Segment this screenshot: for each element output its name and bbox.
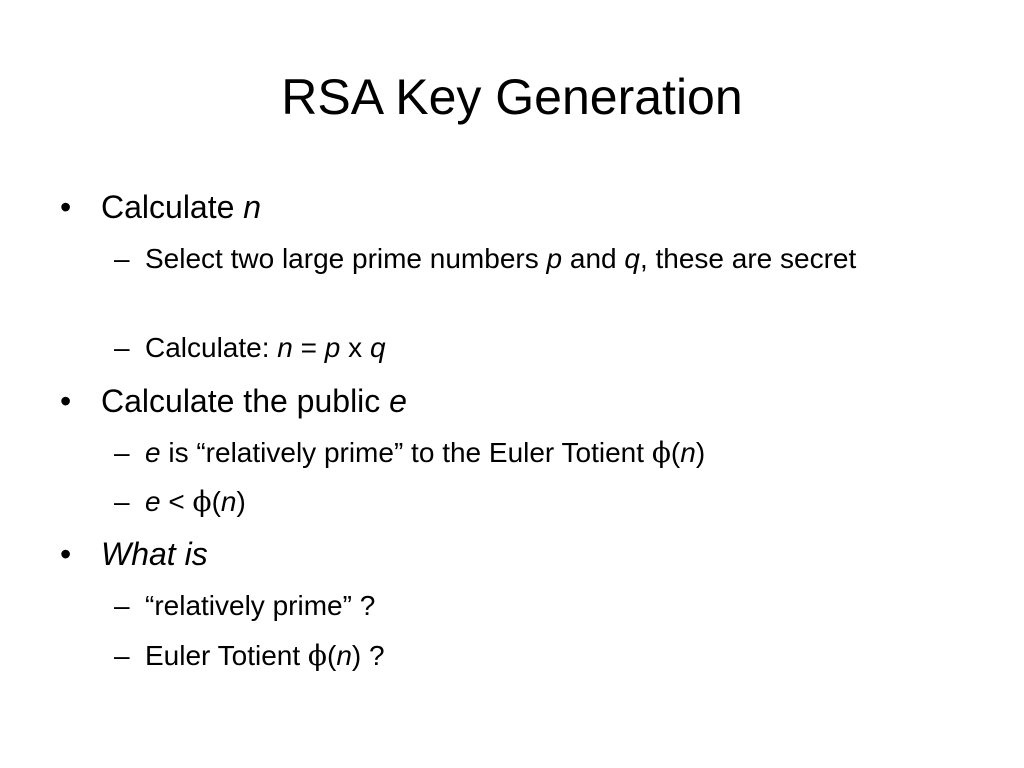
phi-symbol: ϕ bbox=[192, 485, 212, 518]
bullet-marker: • bbox=[60, 189, 72, 225]
sub-item-text: Select two large prime numbers p and q, … bbox=[145, 243, 857, 274]
bullet-text: Calculate n bbox=[101, 189, 262, 225]
bullet-marker: • bbox=[60, 536, 72, 572]
sub-item-text: e < ϕ(n) bbox=[145, 485, 246, 518]
phi-symbol: ϕ bbox=[651, 436, 671, 469]
bullet-text: Calculate the public e bbox=[101, 383, 407, 419]
sub-item-text: e is “relatively prime” to the Euler Tot… bbox=[145, 436, 706, 469]
sub-item-text: Calculate: n = p x q bbox=[145, 332, 386, 363]
dash-marker: – bbox=[114, 640, 130, 671]
dash-marker: – bbox=[114, 332, 130, 363]
sub-item-text: Euler Totient ϕ(n) ? bbox=[145, 639, 385, 672]
dash-marker: – bbox=[114, 243, 130, 274]
dash-marker: – bbox=[114, 590, 130, 621]
dash-marker: – bbox=[114, 437, 130, 468]
bullet-text: What is bbox=[101, 536, 208, 572]
slide-title: RSA Key Generation bbox=[281, 69, 743, 125]
dash-marker: – bbox=[114, 486, 130, 517]
sub-item-text: “relatively prime” ? bbox=[145, 590, 376, 621]
phi-symbol: ϕ bbox=[307, 639, 328, 672]
bullet-marker: • bbox=[60, 383, 72, 419]
